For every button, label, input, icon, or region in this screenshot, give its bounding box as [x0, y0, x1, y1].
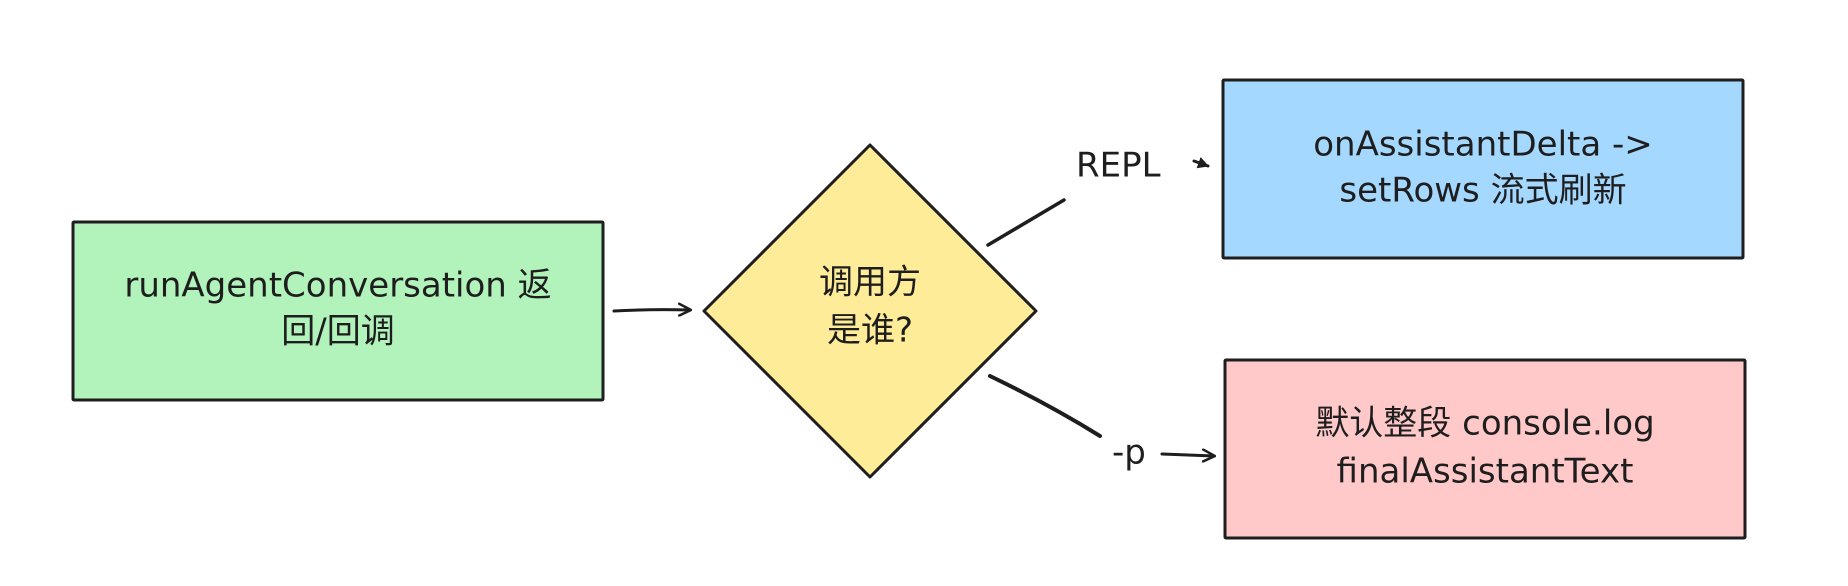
edge-start-to-decision	[612, 310, 690, 311]
decision-node-line1: 调用方	[819, 263, 921, 303]
repl-target-node: onAssistantDelta -> setRows 流式刷新	[1221, 78, 1745, 260]
print-target-node: 默认整段 console.log finalAssistantText	[1223, 358, 1747, 540]
print-target-line2: finalAssistantText	[1337, 452, 1634, 492]
decision-node-diamond	[702, 143, 1038, 479]
decision-node: 调用方 是谁?	[702, 143, 1038, 479]
start-node-line2: 回/回调	[281, 312, 394, 352]
edge-decision-to-print-line	[988, 374, 1102, 438]
edge-label-repl: REPL	[1076, 146, 1161, 186]
repl-target-line2: setRows 流式刷新	[1339, 171, 1626, 211]
start-node-line1: runAgentConversation 返	[124, 266, 551, 306]
repl-target-box	[1221, 78, 1745, 260]
repl-target-line1: onAssistantDelta ->	[1313, 125, 1653, 165]
edge-print-arrow	[1160, 454, 1214, 456]
edge-label-print: -p	[1112, 433, 1146, 473]
start-node-box	[71, 220, 605, 402]
decision-node-line2: 是谁?	[827, 311, 913, 351]
print-target-box	[1223, 358, 1747, 540]
edge-decision-to-repl-line	[986, 198, 1066, 247]
edge-repl-arrowhead	[1192, 156, 1210, 169]
print-target-line1: 默认整段 console.log	[1315, 404, 1654, 444]
start-node: runAgentConversation 返 回/回调	[71, 220, 605, 402]
